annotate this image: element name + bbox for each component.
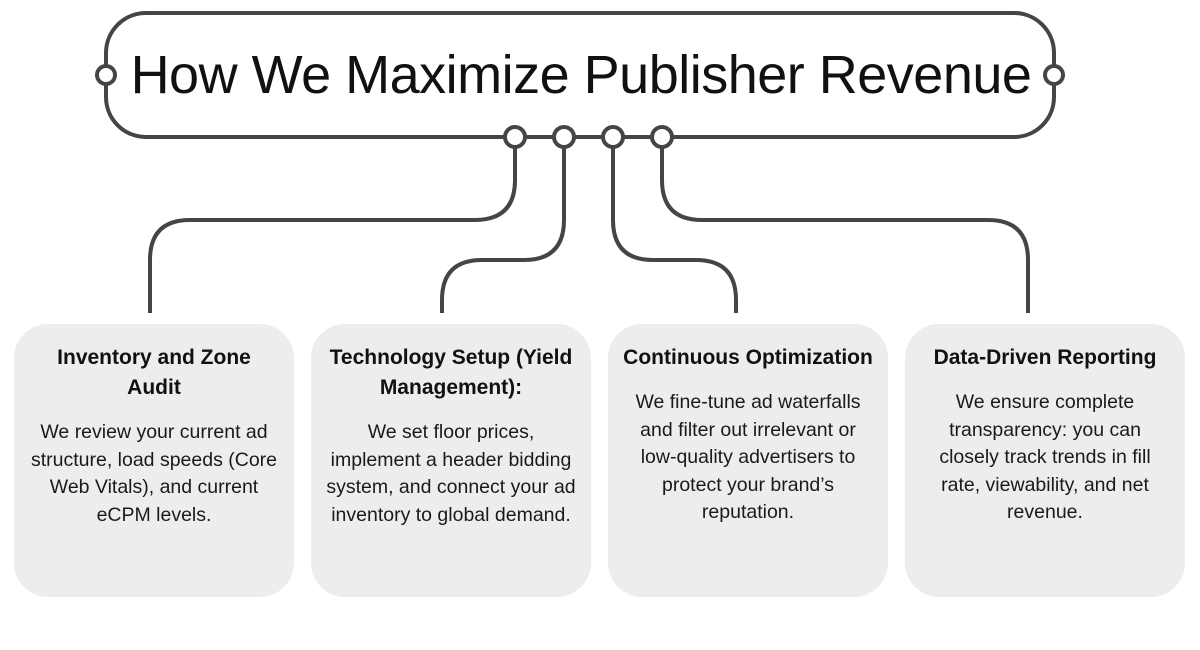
page-title: How We Maximize Publisher Revenue [130, 45, 1032, 105]
step-card-technology-setup: Technology Setup (Yield Management): We … [311, 324, 591, 597]
step-card-title: Data-Driven Reporting [933, 346, 1157, 369]
step-card-body: We set floor prices, implement a header … [326, 421, 576, 526]
title-node-right [1043, 64, 1065, 86]
step-card-title: Inventory and Zone Audit [57, 346, 251, 399]
connector-node-4 [650, 125, 674, 149]
step-card-body: We ensure complete transparency: you can… [939, 391, 1151, 523]
connector-line-1 [148, 147, 517, 313]
connector-node-3 [601, 125, 625, 149]
step-card-title: Continuous Optimization [623, 346, 873, 369]
step-card-body: We review your current ad structure, loa… [30, 421, 278, 526]
connector-line-2 [440, 147, 566, 313]
connector-line-4 [660, 147, 1030, 313]
connector-line-3 [611, 147, 738, 313]
step-card-data-reporting: Data-Driven Reporting We ensure complete… [905, 324, 1185, 597]
step-card-title: Technology Setup (Yield Management): [329, 346, 573, 399]
step-card-body: We fine-tune ad waterfalls and filter ou… [635, 391, 861, 523]
step-card-continuous-optimization: Continuous Optimization We fine-tune ad … [608, 324, 888, 597]
title-node-left [95, 64, 117, 86]
step-card-inventory-audit: Inventory and Zone Audit We review your … [14, 324, 294, 597]
connector-node-1 [503, 125, 527, 149]
connector-node-2 [552, 125, 576, 149]
